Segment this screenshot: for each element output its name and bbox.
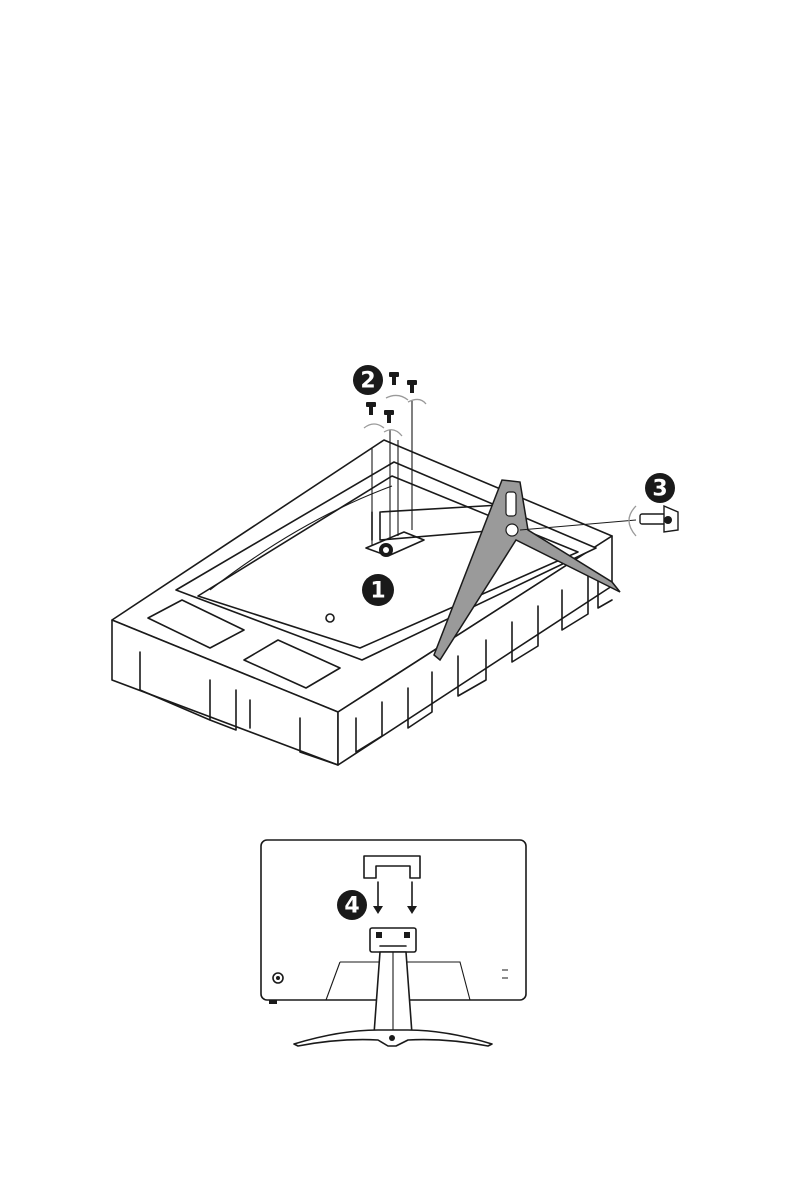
step-3-number: 3 bbox=[652, 477, 667, 502]
step-3-badge: 3 bbox=[645, 473, 675, 503]
stand-base-rear bbox=[294, 1030, 492, 1046]
step-1-number: 1 bbox=[370, 579, 385, 604]
screw-icon bbox=[407, 380, 417, 393]
vesa-mount-plate bbox=[370, 928, 416, 952]
screw-icon bbox=[366, 402, 376, 415]
step-4-badge: 4 bbox=[337, 890, 367, 920]
screw-icon bbox=[389, 372, 399, 385]
step-1-badge: 1 bbox=[362, 574, 394, 606]
step-2-badge: 2 bbox=[353, 365, 383, 395]
screw-icon bbox=[384, 410, 394, 423]
screw-rotation-arrows bbox=[364, 395, 426, 436]
step-2-number: 2 bbox=[360, 369, 375, 394]
stand-neck-rear bbox=[374, 952, 412, 1034]
step-4-number: 4 bbox=[344, 894, 359, 919]
